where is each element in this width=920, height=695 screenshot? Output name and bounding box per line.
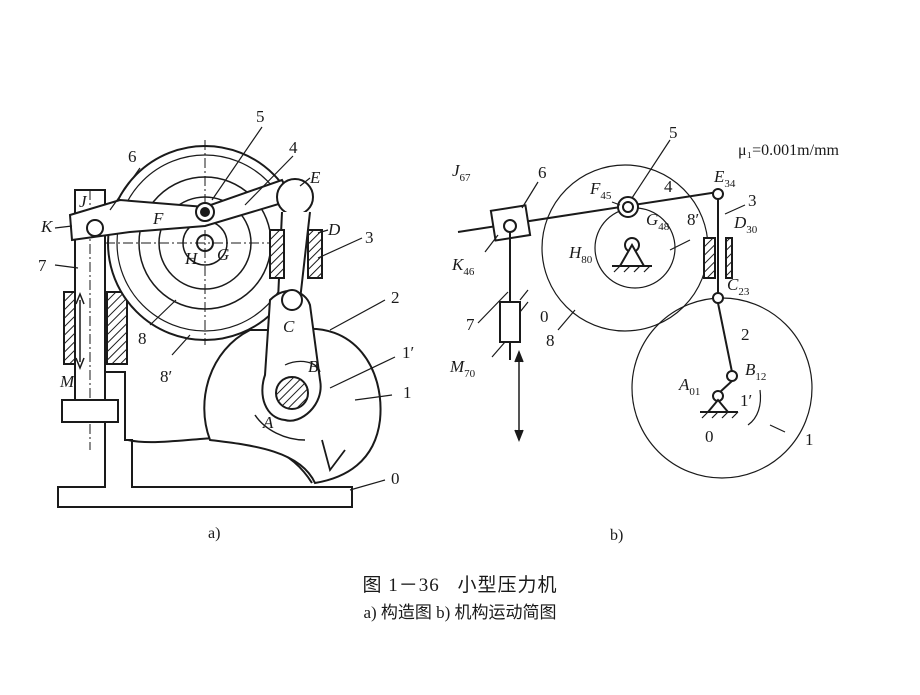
label-b-5: 5	[669, 123, 678, 142]
label-a-A: A	[262, 413, 274, 432]
figure-name: 小型压力机	[457, 575, 558, 596]
label-a-K: K	[40, 217, 54, 236]
label-a-8: 8	[138, 329, 147, 348]
label-b-1p: 1′	[740, 391, 752, 410]
label-a-B: B	[308, 357, 319, 376]
label-a-0: 0	[391, 469, 400, 488]
pin-J	[86, 219, 104, 237]
caption-b: b)	[610, 527, 623, 544]
joint-C	[712, 292, 724, 304]
caption-a: a)	[208, 525, 220, 542]
slider-D-right	[307, 229, 323, 279]
pivot-H	[619, 242, 645, 267]
label-a-E: E	[309, 168, 321, 187]
label-b-3: 3	[748, 191, 757, 210]
figure-subtitle: a) 构造图 b) 机构运动简图	[363, 603, 557, 622]
slider-M	[499, 301, 521, 343]
label-a-1: 1	[403, 383, 412, 402]
pivot-A	[707, 398, 729, 413]
guide-D	[703, 237, 716, 279]
label-a-F: F	[152, 209, 164, 228]
label-b-4: 4	[664, 177, 673, 196]
panel-b-labels: μ₁=0.001m/mm 5 J67 6 F45 4 E34 3 G48 8′ …	[449, 123, 840, 544]
label-b-7: 7	[466, 315, 475, 334]
slider-D-left	[269, 229, 285, 279]
panel-b-drawing	[457, 139, 813, 479]
label-a-C: C	[283, 317, 295, 336]
label-b-E: E34	[713, 167, 736, 190]
label-a-G: G	[217, 245, 229, 264]
label-b-6: 6	[538, 163, 547, 182]
label-b-8p: 8′	[687, 210, 699, 229]
label-b-D: D30	[733, 213, 758, 236]
pivot-E	[276, 178, 314, 216]
scale-text: μ₁=0.001m/mm	[738, 142, 840, 159]
label-a-2: 2	[391, 288, 400, 307]
link-2	[717, 302, 733, 373]
label-b-B: B12	[745, 360, 766, 383]
label-a-H: H	[184, 249, 199, 268]
figure-title: 图 1－36 小型压力机	[0, 570, 920, 597]
label-a-6: 6	[128, 147, 137, 166]
label-b-A: A01	[678, 375, 700, 398]
label-a-4: 4	[289, 138, 298, 157]
label-a-8p: 8′	[160, 367, 172, 386]
label-a-D: D	[327, 220, 341, 239]
label-a-5: 5	[256, 107, 265, 126]
label-b-1: 1	[805, 430, 814, 449]
joint-J	[503, 219, 517, 233]
label-a-M: M	[59, 372, 75, 391]
label-b-2: 2	[741, 325, 750, 344]
label-b-0: 0	[540, 307, 549, 326]
label-b-K: K46	[451, 255, 475, 278]
panel-a-drawing	[54, 126, 396, 508]
panel-a-labels: 5 6 4 E K J F D 3 7 H G 2 C 8 1′ B 8′ M …	[38, 107, 414, 542]
label-b-0b: 0	[705, 427, 714, 446]
label-b-F: F45	[589, 179, 612, 202]
label-b-G: G48	[646, 210, 670, 233]
base-plate	[57, 371, 353, 508]
label-b-C: C23	[727, 275, 750, 298]
label-a-3: 3	[365, 228, 374, 247]
label-a-7: 7	[38, 256, 47, 275]
label-b-8: 8	[546, 331, 555, 350]
shaft-A	[275, 376, 309, 410]
label-b-H: H80	[568, 243, 593, 266]
pin-C	[281, 289, 303, 311]
ram-foot	[61, 399, 119, 423]
guide-block-right	[106, 291, 128, 365]
joint-E	[712, 188, 724, 200]
joint-B	[726, 370, 738, 382]
label-b-M: M70	[449, 357, 476, 380]
label-a-J: J	[79, 192, 88, 211]
figure-number: 图 1－36	[362, 575, 440, 596]
label-a-1p: 1′	[402, 343, 414, 362]
label-b-J: J67	[452, 161, 471, 184]
